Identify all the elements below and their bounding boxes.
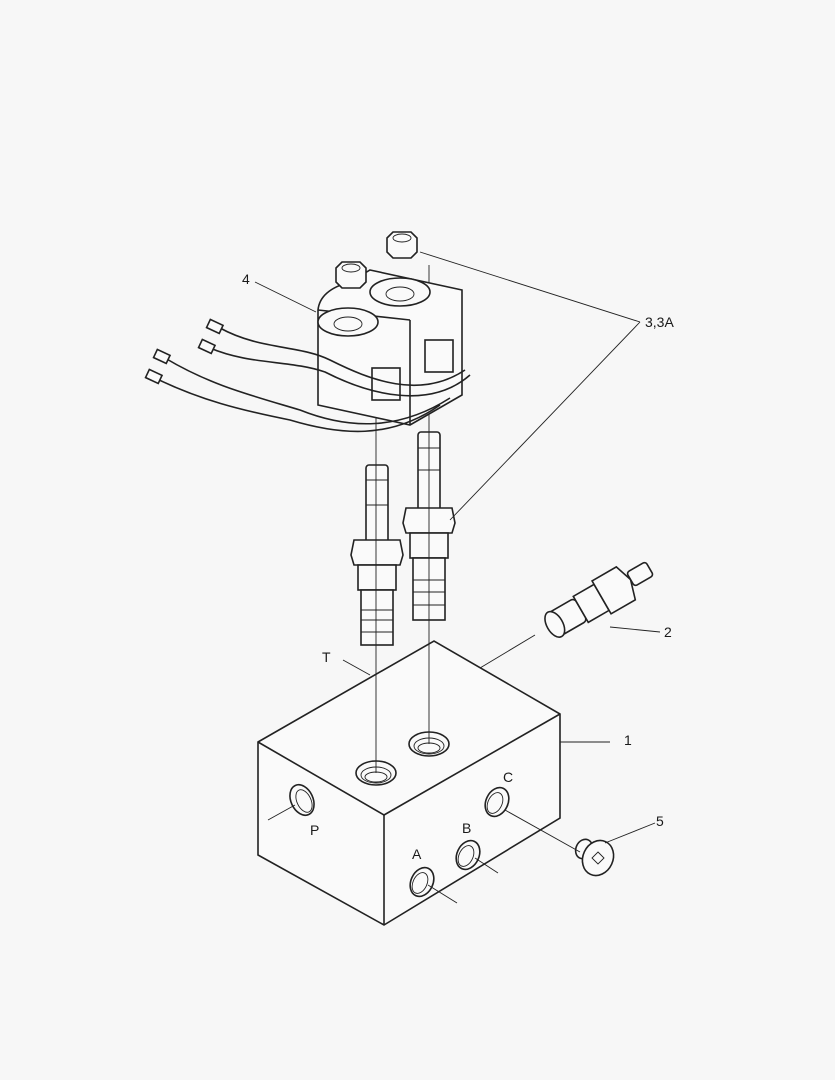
callout-5: 5: [656, 813, 664, 829]
callout-1: 1: [624, 732, 632, 748]
port-label-t: T: [322, 649, 331, 665]
port-label-b: B: [462, 820, 472, 836]
port-label-p: P: [310, 822, 320, 838]
solenoid-coils: [317, 231, 463, 426]
valve-block: [257, 640, 561, 926]
port-label-c: C: [503, 769, 514, 785]
leader-lines: [254, 251, 661, 904]
wiring: [144, 318, 471, 433]
plug-screw: [574, 838, 615, 877]
callout-2: 2: [664, 624, 672, 640]
callout-4: 4: [242, 271, 250, 287]
cartridge-valve-left: [350, 464, 404, 646]
port-label-a: A: [412, 846, 422, 862]
callout-3-3a: 3,3A: [645, 314, 674, 330]
cartridge-valve-2: [544, 561, 654, 638]
